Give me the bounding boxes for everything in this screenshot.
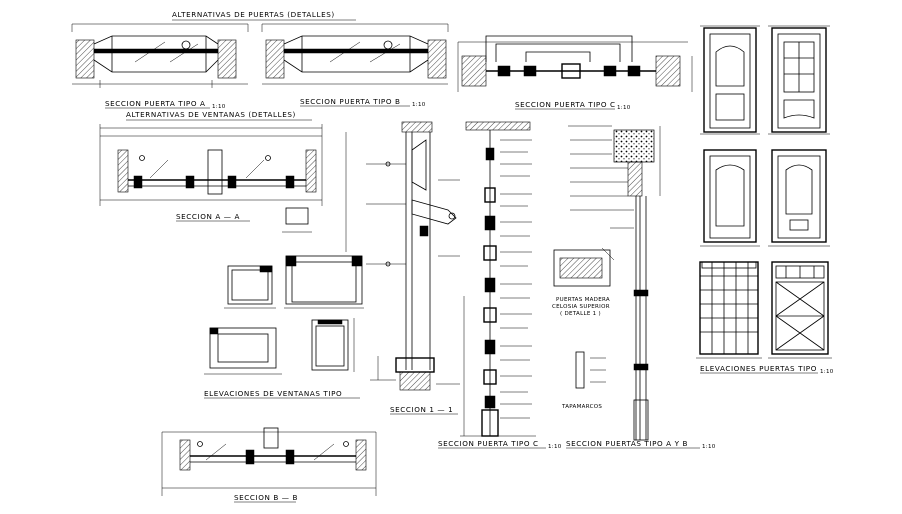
door-section-type-a — [71, 23, 249, 88]
window-elevations-label: ELEVACIONES DE VENTANAS TIPO — [204, 389, 342, 398]
doors-ab-scale: 1:10 — [702, 444, 716, 450]
doors-ab-section-label: SECCION PUERTAS TIPO A Y B — [566, 439, 688, 448]
door-c-vertical-scale: 1:10 — [548, 444, 562, 450]
door-elevations-scale: 1:10 — [820, 369, 834, 375]
door-a-scale: 1:10 — [212, 104, 226, 110]
door-section-type-b — [261, 23, 449, 85]
door-section-type-c-plan — [457, 35, 693, 92]
door-elevations-label: ELEVACIONES PUERTAS TIPO — [700, 364, 817, 373]
door-c-vertical-label: SECCION PUERTA TIPO C — [438, 439, 539, 448]
small-detail-box — [285, 207, 309, 225]
window-section-11 — [345, 121, 460, 391]
window-section-bb — [161, 427, 377, 496]
door-elevations — [696, 25, 832, 359]
wood-door-label-3: ( DETALLE 1 ) — [560, 311, 601, 317]
door-c-plan-scale: 1:10 — [617, 105, 631, 111]
section-11-label: SECCION 1 — 1 — [390, 405, 453, 414]
windows-alternatives-title: ALTERNATIVAS DE VENTANAS (DETALLES) — [126, 110, 296, 119]
doors-alternatives-title: ALTERNATIVAS DE PUERTAS (DETALLES) — [172, 10, 335, 19]
door-b-scale: 1:10 — [412, 102, 426, 108]
tapamarcos-label: TAPAMARCOS — [561, 404, 602, 410]
wood-door-label-2: CELOSIA SUPERIOR — [552, 304, 610, 310]
door-c-plan-label: SECCION PUERTA TIPO C — [515, 100, 616, 109]
window-elevations — [204, 255, 364, 375]
section-aa-label: SECCION A — A — [176, 212, 240, 221]
door-a-section-label: SECCION PUERTA TIPO A — [105, 99, 206, 108]
wood-door-label-1: PUERTAS MADERA — [556, 297, 610, 303]
window-section-aa — [99, 124, 323, 206]
door-b-section-label: SECCION PUERTA TIPO B — [300, 97, 401, 106]
section-bb-label: SECCION B — B — [234, 493, 298, 502]
door-section-type-c-vertical — [460, 121, 536, 437]
door-section-type-ab-vertical — [553, 125, 661, 441]
